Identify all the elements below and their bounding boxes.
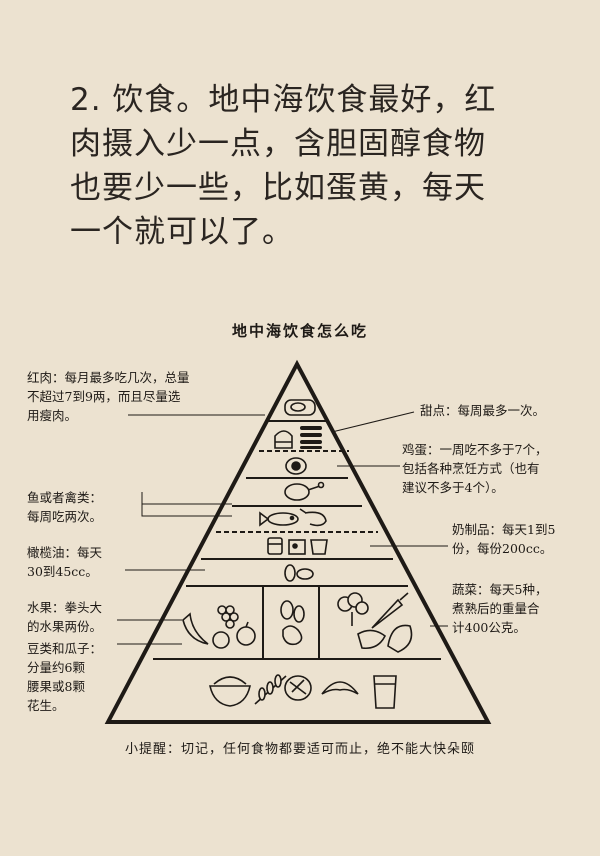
apple-icon [236, 621, 256, 646]
fish-icon [259, 511, 299, 527]
bread-icon [284, 675, 312, 701]
heading-line: 2. 饮食。地中海饮食最好，红 [70, 82, 497, 118]
note-line: 30到45cc。 [27, 564, 98, 579]
note-line: 腰果或8颗 [27, 679, 85, 694]
broccoli-icon [337, 592, 369, 626]
shrimp-icon [299, 508, 327, 527]
leader-line [331, 411, 415, 433]
note-line: 包括各种烹饪方式（也有 [402, 461, 540, 476]
note-sweets: 甜点：每周最多一次。 [420, 401, 545, 420]
pyramid-title: 地中海饮食怎么吃 [231, 322, 368, 340]
note-vegetables: 蔬菜：每天5种， 煮熟后的重量合 计400公克。 [452, 580, 547, 637]
note-line: 的水果两份。 [27, 619, 103, 634]
orange-icon [212, 631, 230, 649]
note-line: 用瘦肉。 [27, 408, 78, 423]
note-line: 每周吃两次。 [27, 509, 103, 524]
note-beans-seeds: 豆类和瓜子： 分量约6颗 腰果或8颗 花生。 [27, 639, 102, 715]
note-line: 煮熟后的重量合 [452, 601, 540, 616]
banana-icon [182, 612, 209, 645]
carrot-icon [371, 592, 409, 629]
croissant-icon [321, 681, 359, 695]
note-olive-oil: 橄榄油：每天 30到45cc。 [27, 543, 102, 581]
note-line: 鸡蛋：一周吃不多于7个， [402, 442, 548, 457]
note-line: 鱼或者禽类： [27, 490, 103, 505]
tip-text: 小提醒：切记，任何食物都要适可而止，绝不能大快朵颐 [124, 742, 475, 757]
note-line: 不超过7到9两，而且尽量选 [27, 389, 181, 404]
note-line: 分量约6颗 [27, 660, 85, 675]
note-red-meat: 红肉：每月最多吃几次，总量 不超过7到9两，而且尽量选 用瘦肉。 [27, 368, 190, 425]
note-eggs: 鸡蛋：一周吃不多于7个， 包括各种烹饪方式（也有 建议不多于4个）。 [402, 440, 547, 497]
note-line: 豆类和瓜子： [27, 641, 103, 656]
yogurt-icon [310, 539, 328, 555]
olive-icon [284, 564, 314, 582]
steak-icon [284, 399, 316, 416]
note-line: 花生。 [27, 698, 65, 713]
wheat-icon [254, 674, 287, 705]
rice-bowl-icon [209, 676, 251, 707]
note-line: 水果：拳头大 [27, 600, 103, 615]
lettuce-icon [387, 624, 413, 653]
heading-line: 一个就可以了。 [70, 214, 294, 250]
leader-line [141, 492, 232, 517]
note-fruit: 水果：拳头大 的水果两份。 [27, 598, 102, 636]
note-line: 份，每份200cc。 [452, 541, 553, 556]
note-line: 蔬菜：每天5种， [452, 582, 548, 597]
nuts-icon [280, 600, 305, 646]
note-line: 甜点：每周最多一次。 [420, 403, 546, 418]
cup-icon [373, 675, 397, 709]
note-line: 奶制品：每天1到5 [452, 522, 556, 537]
pepper-icon [357, 629, 387, 650]
heading-line: 肉摄入少一点，含胆固醇食物 [70, 126, 486, 162]
egg-icon [285, 457, 307, 475]
note-line: 建议不多于4个）。 [402, 480, 504, 495]
cheese-icon [288, 539, 306, 555]
drumstick-icon [284, 481, 325, 501]
heading-text: 2. 饮食。地中海饮食最好，红 肉摄入少一点，含胆固醇食物 也要少一些，比如蛋黄… [70, 78, 540, 254]
note-line: 红肉：每月最多吃几次，总量 [27, 370, 190, 385]
milk-icon [267, 537, 283, 555]
heading-line: 也要少一些，比如蛋黄，每天 [70, 170, 486, 206]
note-line: 计400公克。 [452, 620, 526, 635]
note-line: 橄榄油：每天 [27, 545, 103, 560]
cake-icon [274, 430, 293, 449]
note-fish-poultry: 鱼或者禽类： 每周吃两次。 [27, 488, 102, 526]
grapes-icon [217, 605, 239, 629]
note-dairy: 奶制品：每天1到5 份，每份200cc。 [452, 520, 555, 558]
cookies-icon [300, 426, 322, 449]
